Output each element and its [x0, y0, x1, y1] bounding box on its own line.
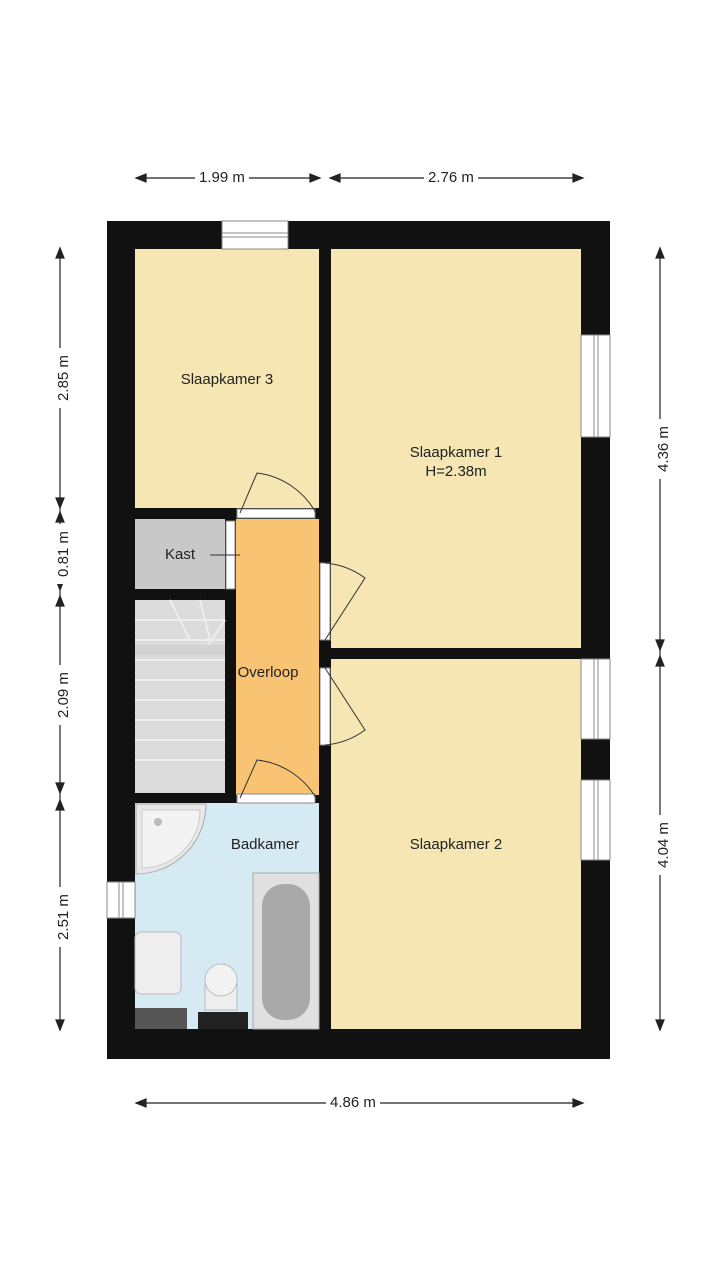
label-kast: Kast [164, 546, 195, 563]
label-badkamer: Badkamer [230, 836, 300, 853]
dim-left-2: 0.81 m [55, 524, 73, 584]
room-overloop [236, 519, 319, 795]
label-slaapkamer-3: Slaapkamer 3 [180, 371, 274, 388]
dim-left-1: 2.85 m [55, 348, 73, 408]
label-slaapkamer-2: Slaapkamer 2 [409, 836, 503, 853]
dim-left-4: 2.51 m [55, 887, 73, 947]
bathroom-fixtures [134, 803, 320, 1030]
room-kast [135, 519, 225, 589]
dim-left-3: 2.09 m [55, 665, 73, 725]
dim-right-1: 4.36 m [655, 419, 673, 479]
dim-right-2: 4.04 m [655, 815, 673, 875]
radiator [135, 1008, 187, 1029]
room-slaapkamer-1 [331, 249, 581, 648]
label-slaapkamer-1: Slaapkamer 1 [409, 444, 503, 461]
dim-top-right: 2.76 m [424, 169, 478, 187]
dim-bottom: 4.86 m [326, 1094, 380, 1112]
windows [106, 220, 611, 919]
doors [210, 472, 366, 804]
room-slaapkamer-2 [331, 659, 581, 1029]
label-slaapkamer-1-height: H=2.38m [425, 463, 487, 480]
sink [134, 931, 182, 995]
label-overloop: Overloop [237, 664, 299, 681]
staircase [135, 599, 226, 793]
cabinet [198, 1012, 248, 1029]
dim-top-left: 1.99 m [195, 169, 249, 187]
room-slaapkamer-3 [135, 249, 319, 508]
